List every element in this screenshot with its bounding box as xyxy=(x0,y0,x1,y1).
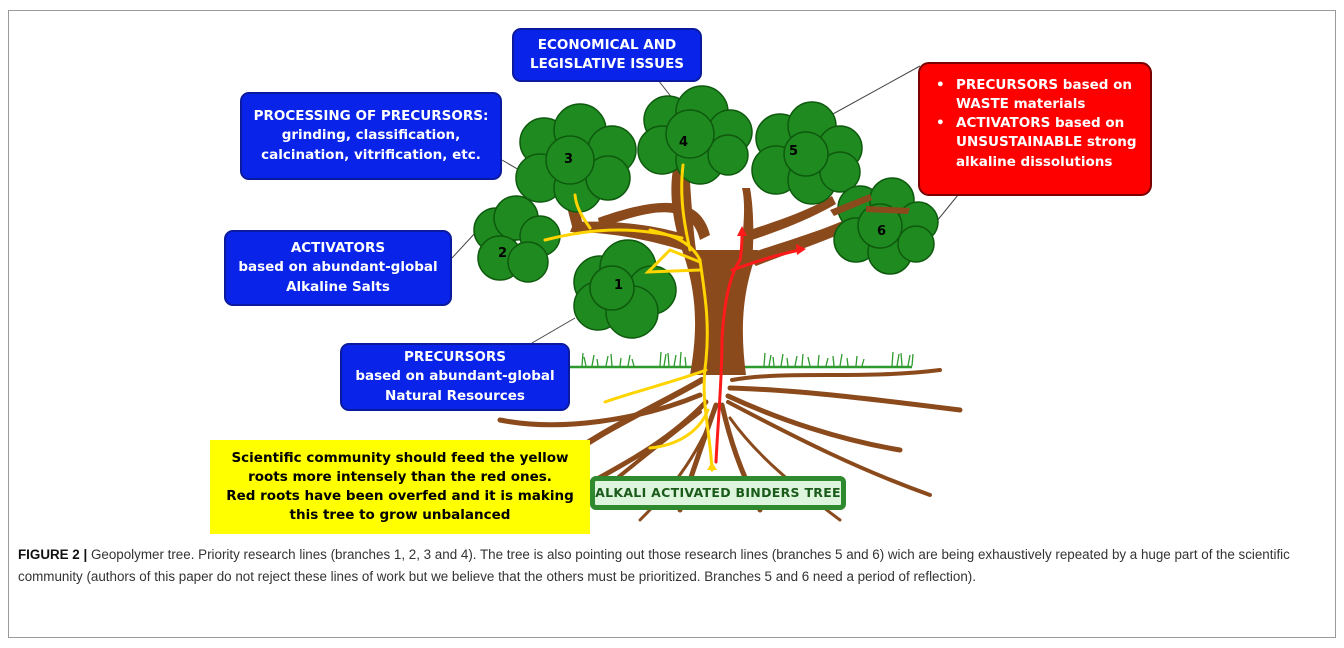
scientific-community-note: Scientific community should feed the yel… xyxy=(210,440,590,534)
note-line-3: Red roots have been overfed and it is ma… xyxy=(226,488,574,504)
precursors-line-2: based on abundant-global xyxy=(355,368,555,385)
precursors-line-3: Natural Resources xyxy=(385,387,525,404)
connector-red-branch5 xyxy=(821,65,921,121)
activators-line-2: based on abundant-global xyxy=(238,259,438,276)
activators-line-3: Alkaline Salts xyxy=(286,278,390,295)
tree-title-box: ALKALI ACTIVATED BINDERS TREE xyxy=(590,476,846,510)
red-item-precursors-waste: PRECURSORS based on WASTE materials xyxy=(932,76,1140,114)
processing-line-3: calcination, vitrification, etc. xyxy=(261,146,481,163)
branch-number-4: 4 xyxy=(679,135,689,150)
connector-precursors xyxy=(531,317,576,344)
activators-box: ACTIVATORS based on abundant-global Alka… xyxy=(224,230,452,306)
economical-legislative-box: ECONOMICAL AND LEGISLATIVE ISSUES xyxy=(512,28,702,82)
red-item-activators-unsustainable: ACTIVATORS based on UNSUSTAINABLE strong… xyxy=(932,114,1140,171)
foliage-branch-4 xyxy=(637,85,753,185)
red-arrow-branch6 xyxy=(796,244,806,255)
branch-number-2: 2 xyxy=(498,246,508,261)
processing-precursors-box: PROCESSING OF PRECURSORS: grinding, clas… xyxy=(240,92,502,180)
precursors-line-1: PRECURSORS xyxy=(403,349,507,366)
caption-text: Geopolymer tree. Priority research lines… xyxy=(18,547,1290,584)
processing-line-2: grinding, classification, xyxy=(281,127,461,144)
yellow-paths xyxy=(543,163,714,472)
economical-line-2: LEGISLATIVE ISSUES xyxy=(529,56,685,72)
branch-number-3: 3 xyxy=(564,152,574,167)
foliage-branch-5 xyxy=(751,101,863,205)
note-line-1: Scientific community should feed the yel… xyxy=(231,449,569,466)
caption-label: FIGURE 2 | xyxy=(18,547,88,562)
branch-number-5: 5 xyxy=(789,144,799,159)
red-arrow-branch5 xyxy=(737,226,747,236)
foliage-branch-3 xyxy=(515,103,637,213)
branch-number-1: 1 xyxy=(614,278,624,293)
connector-activators xyxy=(451,231,477,259)
red-box-list: PRECURSORS based on WASTE materials ACTI… xyxy=(932,76,1140,172)
branch-tips xyxy=(830,194,910,216)
activators-line-1: ACTIVATORS xyxy=(290,240,386,257)
branch-number-6: 6 xyxy=(877,224,887,239)
economical-line-1: ECONOMICAL AND xyxy=(537,36,677,53)
note-line-2: roots more intensely than the red ones. xyxy=(248,468,552,485)
note-line-4: this tree to grow unbalanced xyxy=(289,507,511,524)
figure-frame xyxy=(8,10,1336,638)
yellow-arrow xyxy=(707,462,717,470)
precursors-natural-box: PRECURSORS based on abundant-global Natu… xyxy=(340,343,570,411)
red-paths xyxy=(714,230,802,464)
foliage-branch-1 xyxy=(573,239,677,339)
figure-caption: FIGURE 2 | Geopolymer tree. Priority res… xyxy=(18,544,1328,588)
tree-title: ALKALI ACTIVATED BINDERS TREE xyxy=(595,485,841,501)
foliage-branch-2 xyxy=(473,195,561,283)
waste-unsustainable-box: PRECURSORS based on WASTE materials ACTI… xyxy=(918,62,1152,196)
processing-line-1: PROCESSING OF PRECURSORS: xyxy=(253,108,489,125)
